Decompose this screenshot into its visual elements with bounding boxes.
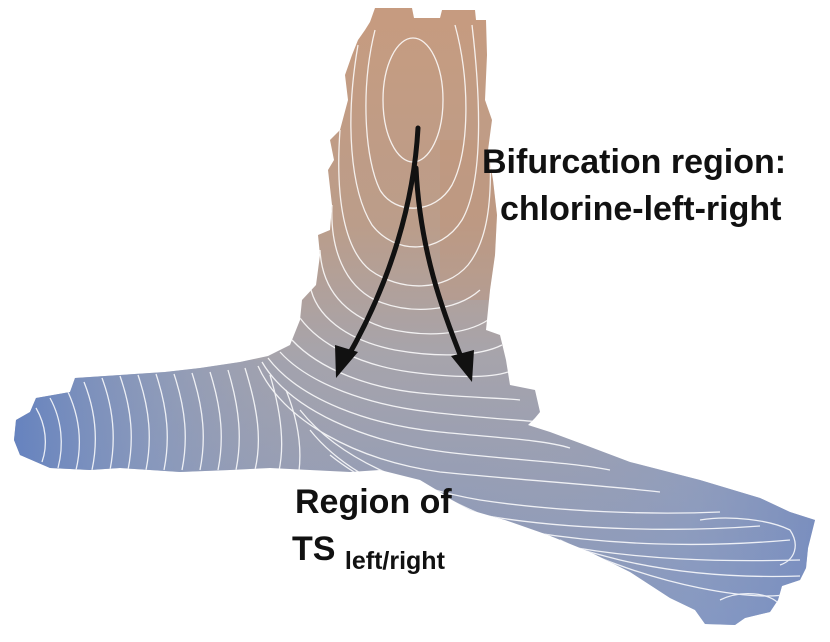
arrow-right-branch xyxy=(413,165,466,365)
arrowhead-left xyxy=(335,345,358,378)
ts-label-line1: Region of xyxy=(295,483,452,521)
arrowhead-right xyxy=(451,350,474,382)
ts-label-subscript: left/right xyxy=(345,547,446,575)
ts-label-line2: TS left/right xyxy=(292,530,446,575)
arrow-left-branch xyxy=(343,125,421,363)
bifurcation-arrows xyxy=(335,125,474,382)
bifurcation-label-line1: Bifurcation region: xyxy=(482,143,786,181)
bifurcation-label-line2: chlorine-left-right xyxy=(500,190,781,228)
ts-label-main: TS xyxy=(292,530,335,568)
